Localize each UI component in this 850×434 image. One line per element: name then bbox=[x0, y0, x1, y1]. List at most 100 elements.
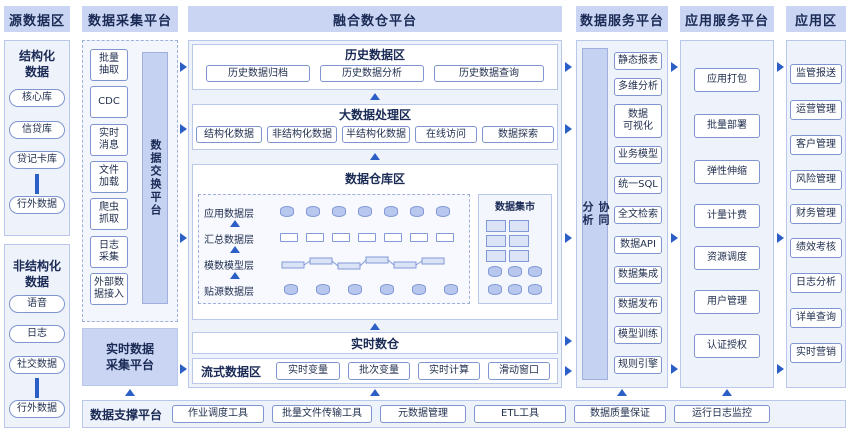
collect-realtime-msg: 实时 消息 bbox=[90, 124, 128, 156]
source-social-data: 社交数据 bbox=[9, 356, 65, 374]
arrow-right-icon bbox=[671, 62, 678, 72]
support-file-transfer: 批量文件传输工具 bbox=[272, 405, 372, 423]
database-icon bbox=[410, 206, 424, 217]
arrow-right-icon bbox=[777, 62, 784, 72]
database-icon bbox=[316, 284, 330, 295]
app-regulatory-report: 监管报送 bbox=[790, 64, 842, 84]
collab-analysis-bar bbox=[582, 48, 608, 380]
app-risk-mgmt: 风险管理 bbox=[790, 170, 842, 190]
database-icon bbox=[306, 206, 320, 217]
arrow-right-icon bbox=[565, 336, 572, 346]
database-icon bbox=[528, 266, 542, 277]
app-detail-query: 详单查询 bbox=[790, 308, 842, 328]
bigdata-exploration: 数据探索 bbox=[482, 126, 554, 143]
collect-log: 日志 采集 bbox=[90, 236, 128, 268]
database-icon bbox=[384, 206, 398, 217]
history-analysis: 历史数据分析 bbox=[320, 65, 424, 82]
arrow-right-icon bbox=[777, 364, 784, 374]
app-service-packaging: 应用打包 bbox=[694, 68, 760, 92]
database-icon bbox=[358, 206, 372, 217]
arrow-right-icon bbox=[180, 124, 187, 134]
summary-layer-icons bbox=[280, 233, 464, 245]
header-service: 数据服务平台 bbox=[576, 6, 668, 32]
source-separator-bar bbox=[35, 174, 39, 194]
model-layer-graph bbox=[281, 256, 445, 270]
service-rule-engine: 规则引擎 bbox=[614, 356, 662, 374]
bigdata-semistructured: 半结构化数据 bbox=[342, 126, 410, 143]
history-archive: 历史数据归档 bbox=[206, 65, 310, 82]
arrow-up-icon bbox=[230, 220, 240, 227]
app-service-elastic: 弹性伸缩 bbox=[694, 160, 760, 184]
history-query: 历史数据查询 bbox=[434, 65, 544, 82]
database-icon bbox=[412, 284, 426, 295]
arrow-right-icon bbox=[565, 366, 572, 376]
collect-crawler: 爬虫 抓取 bbox=[90, 198, 128, 230]
source-layer-icons bbox=[284, 284, 464, 298]
support-title: 数据支撑平台 bbox=[89, 407, 162, 422]
arrow-up-icon bbox=[370, 389, 380, 396]
database-icon bbox=[488, 266, 502, 277]
app-performance: 绩效考核 bbox=[790, 238, 842, 258]
table-icon bbox=[410, 233, 428, 242]
database-icon bbox=[528, 284, 542, 295]
arrow-right-icon bbox=[180, 233, 187, 243]
arrow-up-icon bbox=[370, 93, 380, 100]
table-icon bbox=[509, 250, 529, 262]
app-realtime-marketing: 实时营销 bbox=[790, 343, 842, 363]
arrow-right-icon bbox=[671, 233, 678, 243]
source-credit-db: 信贷库 bbox=[9, 121, 65, 139]
support-job-scheduler: 作业调度工具 bbox=[172, 405, 264, 423]
table-icon bbox=[358, 233, 376, 242]
table-icon bbox=[509, 220, 529, 232]
collect-cdc: CDC bbox=[90, 86, 128, 118]
source-log: 日志 bbox=[9, 325, 65, 343]
database-icon bbox=[348, 284, 362, 295]
layer-app-label: 应用数据层 bbox=[204, 209, 254, 220]
arrow-up-icon bbox=[125, 389, 135, 396]
exchange-platform-label: 数据交换平台 bbox=[149, 139, 162, 217]
app-log-analysis: 日志分析 bbox=[790, 273, 842, 293]
exchange-platform bbox=[142, 52, 168, 304]
arrow-up-icon bbox=[230, 272, 240, 279]
database-icon bbox=[284, 284, 298, 295]
bigdata-unstructured: 非结构化数据 bbox=[267, 126, 337, 143]
database-icon bbox=[280, 206, 294, 217]
database-icon bbox=[508, 284, 522, 295]
source-external-data-2: 行外数据 bbox=[9, 400, 65, 418]
service-static-report: 静态报表 bbox=[614, 52, 662, 70]
service-data-publish: 数据发布 bbox=[614, 296, 662, 314]
collect-file-load: 文件 加载 bbox=[90, 161, 128, 193]
app-service-auth: 认证授权 bbox=[694, 334, 760, 358]
source-separator-bar-2 bbox=[35, 378, 39, 398]
service-business-model: 业务模型 bbox=[614, 146, 662, 164]
layer-model-label: 模数模型层 bbox=[204, 261, 254, 272]
stream-batch-var: 批次变量 bbox=[348, 362, 410, 380]
header-collect: 数据采集平台 bbox=[82, 6, 178, 32]
table-icon bbox=[280, 233, 298, 242]
realtime-warehouse-title: 实时数仓 bbox=[350, 336, 399, 351]
layer-summary-label: 汇总数据层 bbox=[204, 235, 254, 246]
arrow-up-icon bbox=[370, 153, 380, 160]
datamart-table-icons bbox=[486, 220, 546, 262]
arrow-up-icon bbox=[617, 389, 627, 396]
realtime-collect-title: 实时数据 采集平台 bbox=[105, 342, 154, 372]
app-service-user-mgmt: 用户管理 bbox=[694, 290, 760, 314]
source-core-db: 核心库 bbox=[9, 89, 65, 107]
table-icon bbox=[436, 233, 454, 242]
arrow-up-icon bbox=[722, 389, 732, 396]
arrow-right-icon bbox=[565, 62, 572, 72]
database-icon bbox=[444, 284, 458, 295]
source-external-data-1: 行外数据 bbox=[9, 196, 65, 214]
realtime-warehouse bbox=[192, 332, 558, 354]
header-fusion: 融合数仓平台 bbox=[188, 6, 562, 32]
warehouse-title: 数据仓库区 bbox=[344, 171, 405, 186]
app-layer-icons bbox=[280, 206, 464, 220]
header-app: 应用区 bbox=[786, 6, 846, 32]
database-icon bbox=[488, 284, 502, 295]
arrow-up-icon bbox=[230, 246, 240, 253]
arrow-right-icon bbox=[565, 124, 572, 134]
database-icon bbox=[380, 284, 394, 295]
unstructured-title: 非结构化 数据 bbox=[12, 259, 61, 289]
table-icon bbox=[509, 235, 529, 247]
arrow-right-icon bbox=[565, 233, 572, 243]
